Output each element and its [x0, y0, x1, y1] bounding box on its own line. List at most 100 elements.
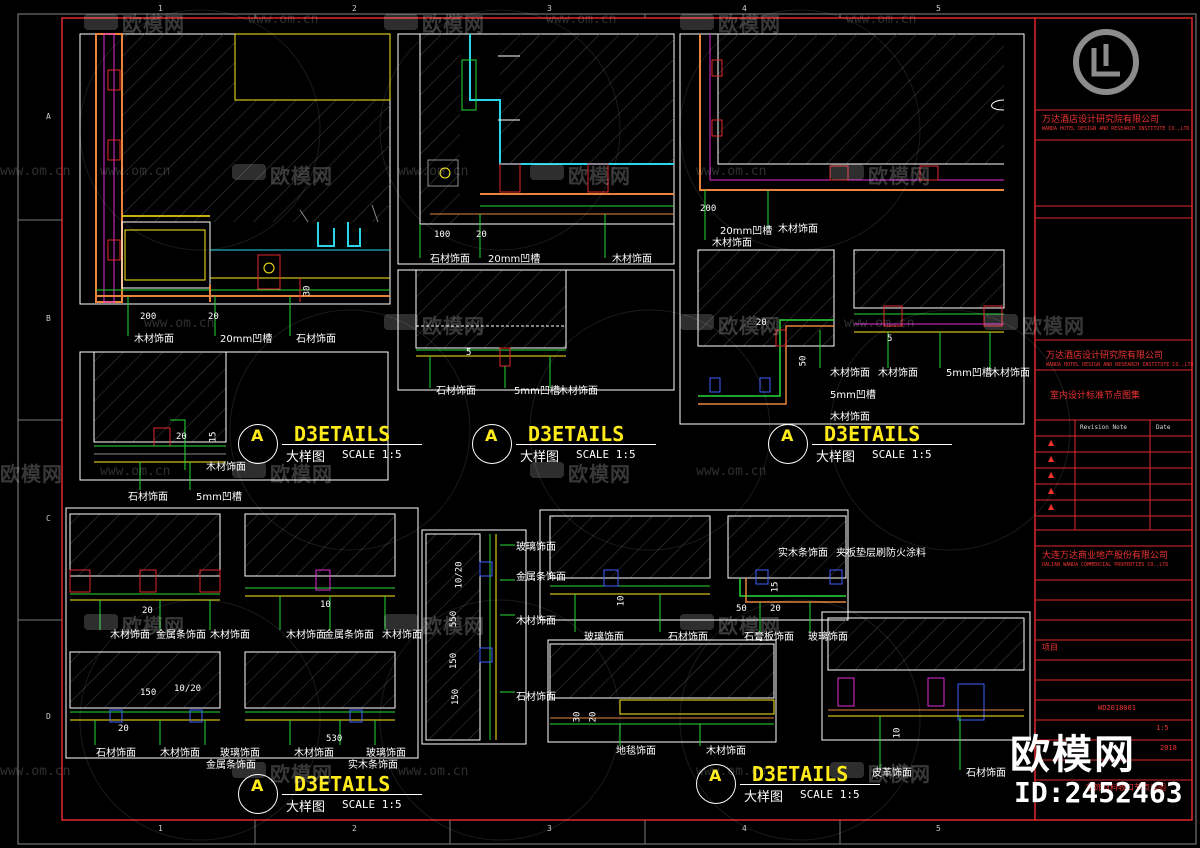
- grid-col-3: 3: [547, 4, 552, 13]
- warn-icon-3: ▲: [1048, 470, 1055, 479]
- label-stone: 石材饰面: [668, 632, 708, 643]
- watermark-brand: 欧模网: [568, 462, 631, 486]
- label-wood: 木材饰面: [712, 238, 752, 249]
- watermark-brand: 欧模网: [718, 314, 781, 338]
- watermark-brand: 欧模网: [1022, 314, 1085, 338]
- label-solidwood: 实木条饰面: [778, 548, 828, 559]
- dim-text: 100: [434, 230, 451, 240]
- label-wood: 木材饰面: [830, 368, 870, 379]
- label-wood: 木材饰面: [210, 630, 250, 641]
- watermark-brand: 欧模网: [270, 462, 333, 486]
- dim-text: 20: [476, 230, 487, 240]
- detail-5-drawing: [421, 509, 1031, 770]
- grid-col-5: 5: [936, 4, 941, 13]
- dim-text: 20: [208, 312, 219, 322]
- label-glass: 玻璃饰面: [220, 748, 260, 759]
- dim-text: 20: [770, 604, 781, 614]
- dim-text: 5: [887, 334, 893, 344]
- watermark-url: www.om.cn: [398, 764, 469, 779]
- watermark-brand: 欧模网: [422, 12, 485, 36]
- detail-3b-drawing: [697, 249, 1005, 405]
- grid-col-2-bottom: 2: [352, 824, 357, 833]
- dim-text: 20: [142, 606, 153, 616]
- watermark-circles: [79, 9, 1071, 841]
- watermark-brand: 欧模网: [270, 164, 333, 188]
- grid-col-1-bottom: 1: [158, 824, 163, 833]
- grid-col-4: 4: [742, 4, 747, 13]
- label-wood: 木材饰面: [382, 630, 422, 641]
- tb-date: Date: [1156, 424, 1171, 431]
- watermark-brand: 欧模网: [868, 164, 931, 188]
- dim-text: 20: [588, 711, 599, 723]
- dim-text: 150: [140, 688, 157, 698]
- watermark-brand: 欧模网: [0, 462, 63, 486]
- label-groove5: 5mm凹槽: [946, 368, 992, 379]
- titleblock-lines: [1035, 109, 1192, 781]
- label-groove5: 5mm凹槽: [196, 492, 242, 503]
- label-metal: 金属条饰面: [324, 630, 374, 641]
- label-wood: 木材饰面: [134, 334, 174, 345]
- detail-subtitle: 大样图: [520, 450, 560, 465]
- watermark-brand: 欧模网: [868, 762, 931, 786]
- watermark-big-brand: 欧模网: [1010, 732, 1136, 778]
- detail-title-text: D3ETAILS: [752, 762, 849, 786]
- warn-icon-1: ▲: [1048, 438, 1055, 447]
- drawing-frame: [61, 17, 1193, 821]
- detail-scale: SCALE 1:5: [872, 448, 932, 461]
- tb-drawing-title: 室内设计标准节点图集: [1050, 391, 1141, 401]
- label-glass: 玻璃饰面: [584, 632, 624, 643]
- label-stone: 石材饰面: [128, 492, 168, 503]
- company-logo-icon: [1073, 29, 1139, 95]
- label-leather: 皮革饰面: [872, 768, 912, 779]
- watermark-brand: 欧模网: [422, 614, 485, 638]
- dim-text: 5: [466, 348, 472, 358]
- dim-text: 530: [326, 734, 343, 744]
- watermark-url: www.om.cn: [846, 12, 917, 27]
- watermark-url: www.om.cn: [144, 316, 215, 331]
- label-groove20: 20mm凹槽: [488, 254, 541, 265]
- detail-3-drawing: [679, 33, 1025, 425]
- dim-text: 20: [756, 318, 767, 328]
- watermark-url: www.om.cn: [398, 164, 469, 179]
- tb-scale: 1:5: [1156, 724, 1169, 732]
- watermark-url: www.om.cn: [844, 316, 915, 331]
- grid-col-3-bottom: 3: [547, 824, 552, 833]
- label-carpet: 地毯饰面: [616, 746, 656, 757]
- tb-revision: Revision Note: [1080, 424, 1127, 431]
- watermark-url: www.om.cn: [696, 764, 767, 779]
- label-stone: 石材饰面: [966, 768, 1006, 779]
- grid-col-5-bottom: 5: [936, 824, 941, 833]
- label-fireproof: 夹板垫层刷防火涂料: [836, 548, 926, 559]
- label-wood: 木材饰面: [286, 630, 326, 641]
- watermark-url: www.om.cn: [696, 164, 767, 179]
- detail-1-drawing: [79, 33, 391, 336]
- watermark-brand: 欧模网: [568, 164, 631, 188]
- detail-2b-drawing: [397, 269, 675, 391]
- tb-developer-cn: 大连万达商业地产股份有限公司: [1042, 551, 1169, 561]
- watermark-brand: 欧模网: [122, 12, 185, 36]
- watermark-brand: 欧模网: [122, 614, 185, 638]
- label-wood: 木材饰面: [878, 368, 918, 379]
- outer-border: [17, 13, 1197, 845]
- grid-ticks: [18, 14, 841, 844]
- dim-text: 15: [208, 431, 219, 443]
- watermark-brand: 欧模网: [270, 762, 333, 786]
- watermark-brand: 欧模网: [422, 314, 485, 338]
- tb-company-cn-2: 万达酒店设计研究院有限公司: [1046, 351, 1164, 361]
- detail-scale: SCALE 1:5: [576, 448, 636, 461]
- detail-2-drawing: [397, 33, 675, 265]
- tb-company-cn: 万达酒店设计研究院有限公司: [1042, 115, 1160, 125]
- dim-text: 150: [449, 652, 460, 670]
- label-wood: 木材饰面: [294, 748, 334, 759]
- watermark-url: www.om.cn: [0, 764, 71, 779]
- label-wood: 木材饰面: [160, 748, 200, 759]
- label-groove20: 20mm凹槽: [720, 226, 773, 237]
- label-metal: 金属条饰面: [156, 630, 206, 641]
- detail-4-drawing: [65, 507, 419, 759]
- detail-1b-drawing: [79, 351, 389, 490]
- label-glass: 玻璃饰面: [808, 632, 848, 643]
- label-glass: 玻璃饰面: [516, 542, 556, 553]
- watermark-url: www.om.cn: [0, 164, 71, 179]
- dim-text: 10: [892, 727, 903, 739]
- tb-year: 2018: [1160, 744, 1177, 752]
